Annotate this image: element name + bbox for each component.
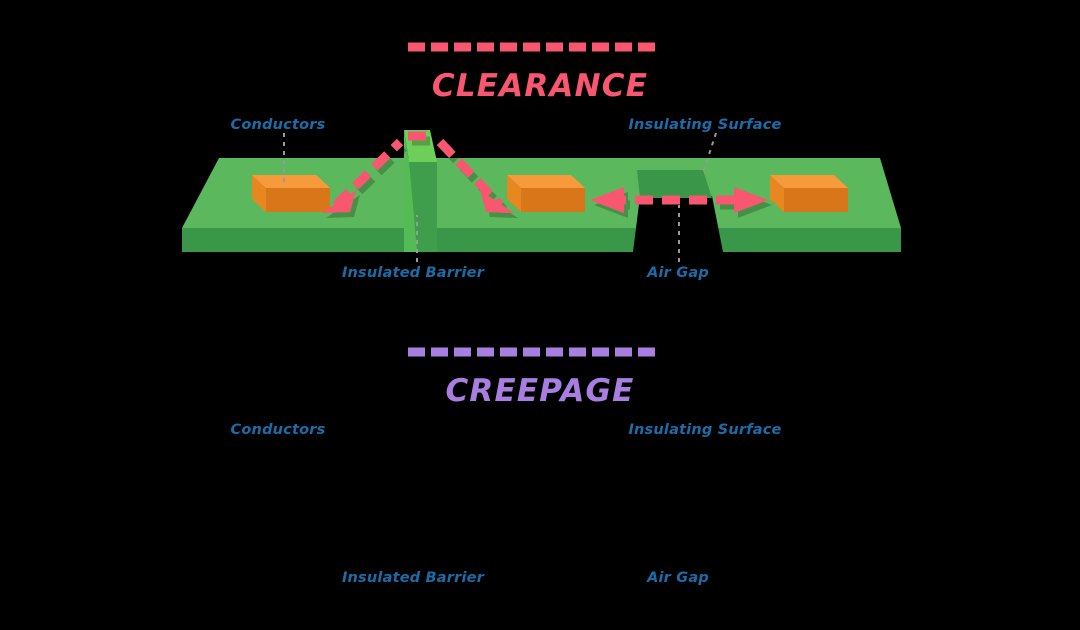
label-conductors-creepage: Conductors [230,422,326,438]
clearance-path-barrier [322,131,514,213]
label-insulated-barrier-clearance: Insulated Barrier [341,265,485,281]
panel-creepage: CREEPAGE Conductors Insulating Surface I… [0,315,1080,630]
panel-clearance: CLEARANCE Conductors Insulating Surface … [182,42,901,281]
panel-title-clearance: CLEARANCE [431,68,649,104]
insulated-barrier-clearance [404,130,437,252]
conductor-1 [252,175,330,212]
clearance-graphic [182,42,901,262]
creepage-graphic [408,347,658,357]
panel-title-creepage: CREEPAGE [445,373,635,409]
label-air-gap-creepage: Air Gap [647,570,709,586]
conductor-2 [507,175,585,212]
label-insulated-barrier-creepage: Insulated Barrier [341,570,485,586]
clearance-path-airgap [590,187,768,213]
label-conductors-clearance: Conductors [230,117,326,133]
label-air-gap-clearance: Air Gap [647,265,709,281]
conductor-3 [770,175,848,212]
leader-lines-clearance [283,132,717,262]
label-insulating-surface-creepage: Insulating Surface [628,422,782,438]
label-insulating-surface-clearance: Insulating Surface [628,117,782,133]
